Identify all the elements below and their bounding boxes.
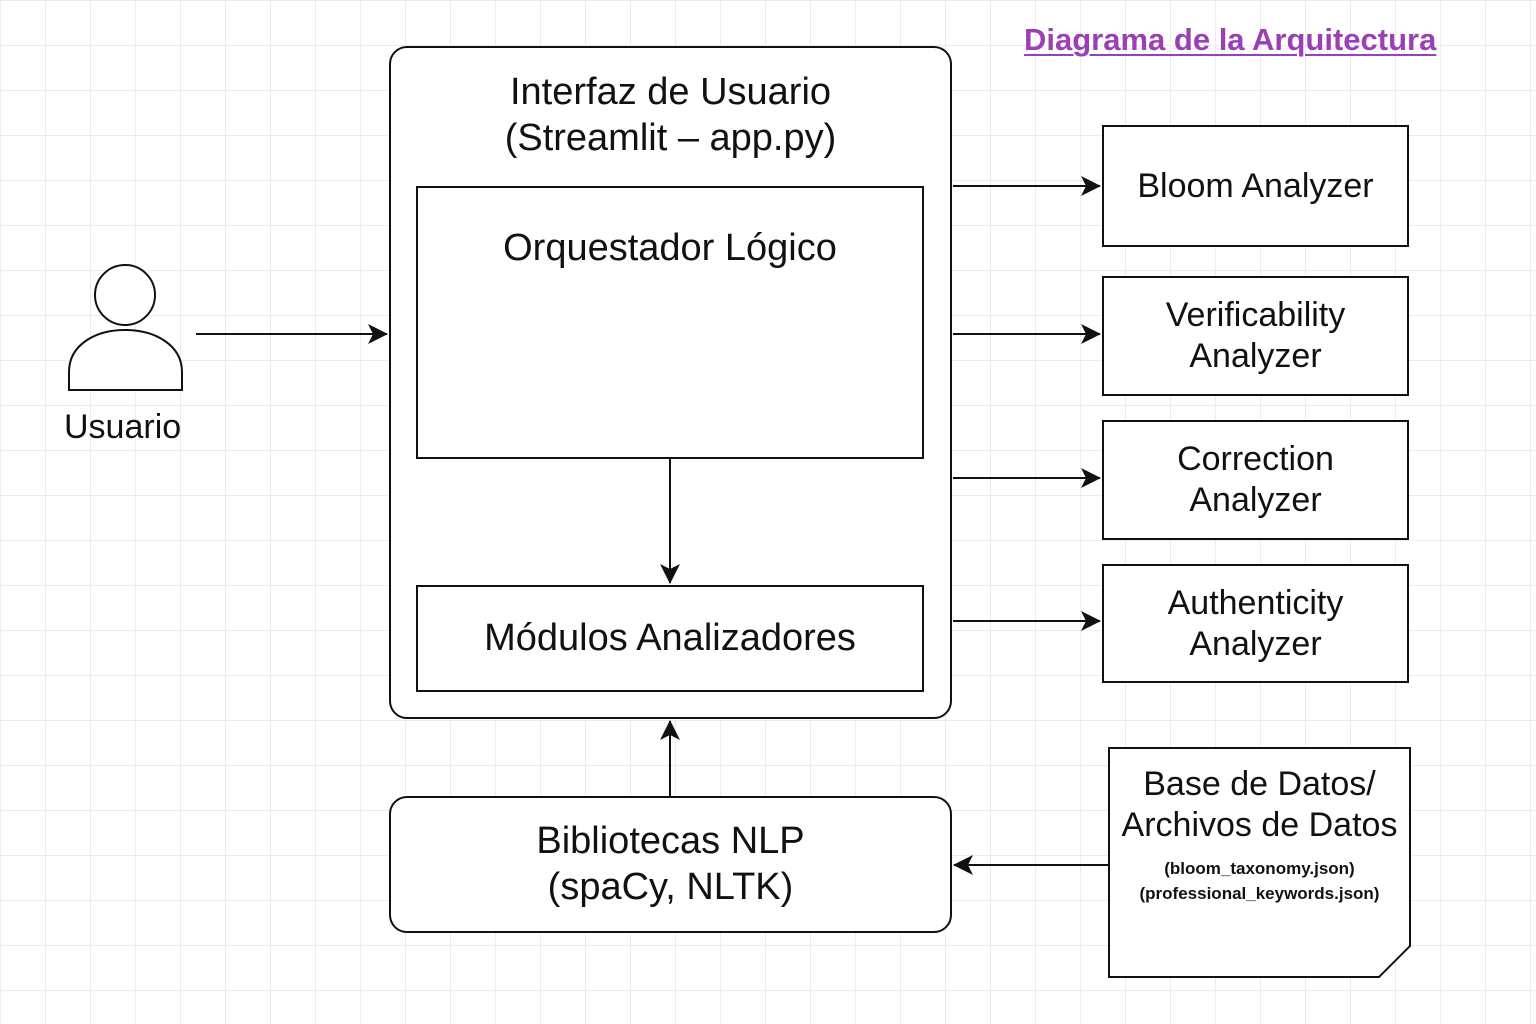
verificability-analyzer-box: Verificability Analyzer [1102,276,1409,396]
database-box: Base de Datos/ Archivos de Datos (bloom_… [1109,748,1410,977]
analyzer-modules-box: Módulos Analizadores [416,585,924,692]
orchestrator-box: Orquestador Lógico [416,186,924,459]
database-title-2: Archivos de Datos [1121,805,1398,844]
nlp-libraries-title: Bibliotecas NLP [536,819,805,862]
ui-container-title: Interfaz de Usuario [509,71,832,113]
orchestrator-label: Orquestador Lógico [503,227,837,269]
correction-analyzer-label-1: Correction [1177,440,1334,479]
verificability-analyzer-label-1: Verificability [1165,296,1346,335]
authenticity-analyzer-label-1: Authenticity [1167,583,1344,622]
analyzer-modules-label: Módulos Analizadores [484,616,856,659]
authenticity-analyzer-box: Authenticity Analyzer [1102,564,1409,683]
database-file-2: (professional_keywords.json) [1139,884,1380,904]
correction-analyzer-label-2: Analyzer [1189,481,1322,519]
nlp-libraries-box: Bibliotecas NLP (spaCy, NLTK) [389,796,952,933]
nlp-libraries-subtitle: (spaCy, NLTK) [547,865,794,908]
bloom-analyzer-box: Bloom Analyzer [1102,125,1409,247]
authenticity-analyzer-label-2: Analyzer [1189,624,1322,663]
database-file-1: (bloom_taxonomy.json) [1164,858,1355,878]
correction-analyzer-box: Correction Analyzer [1102,420,1409,540]
diagram-title: Diagrama de la Arquitectura [1024,22,1437,57]
user-label: Usuario [64,408,182,446]
ui-container-subtitle: (Streamlit – app.py) [504,116,837,159]
database-title-1: Base de Datos/ [1143,765,1376,803]
bloom-analyzer-label: Bloom Analyzer [1137,166,1374,205]
verificability-analyzer-label-2: Analyzer [1189,337,1322,375]
